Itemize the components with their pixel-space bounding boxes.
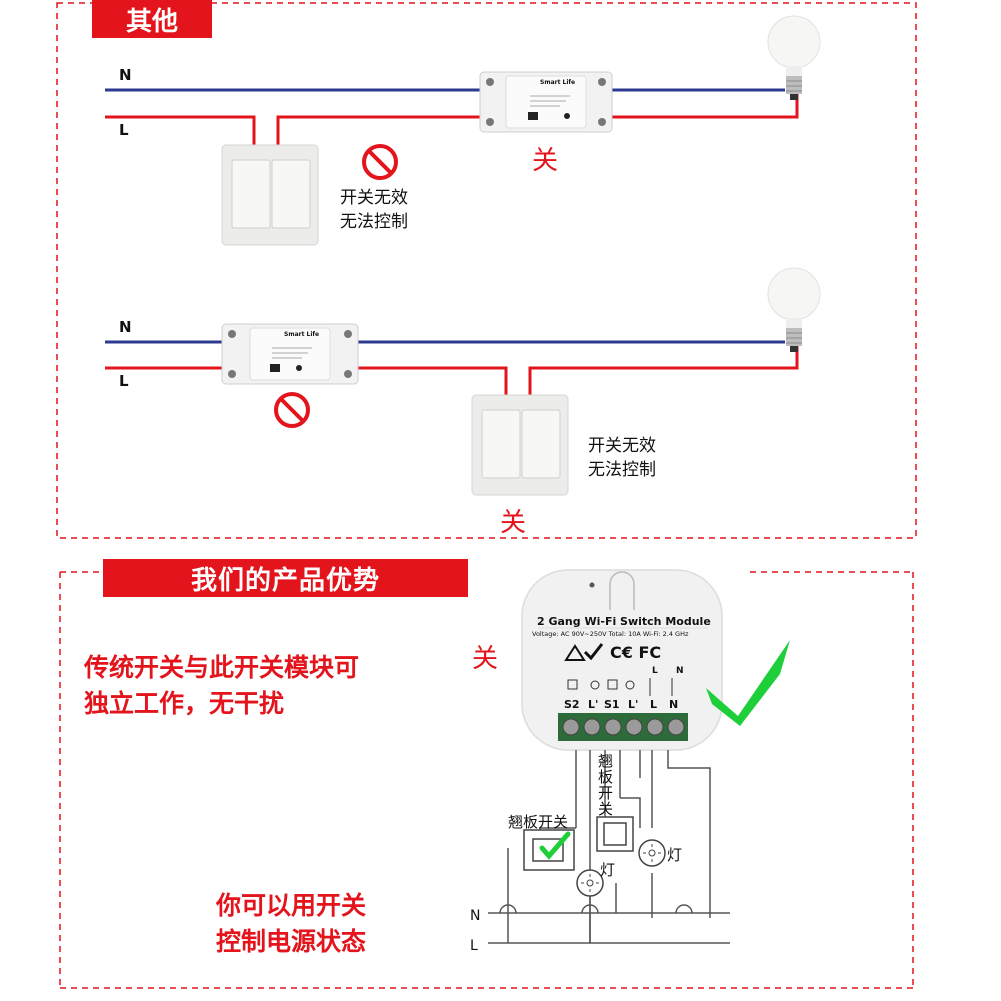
module-brand: Smart Life	[284, 331, 320, 338]
live-wire	[276, 115, 484, 145]
note-invalid: 开关无效 无法控制	[588, 434, 656, 482]
note-line: 无法控制	[340, 212, 408, 232]
note-line: 开关无效	[588, 436, 656, 456]
section-tag-other: 其他	[92, 0, 212, 38]
module-certs: C€ FC	[610, 643, 662, 662]
note-line: 无法控制	[588, 460, 656, 480]
switch-state-label: 关	[532, 146, 559, 176]
advantage-text-independent: 传统开关与此开关模块可 独立工作，无干扰	[84, 650, 359, 722]
wire-label-n: N	[119, 66, 132, 84]
section-tag-advantage: 我们的产品优势	[103, 559, 468, 597]
bus-label-n: N	[470, 908, 481, 924]
advantage-line: 传统开关与此开关模块可	[84, 653, 360, 682]
wire-label-l: L	[119, 121, 129, 139]
section-advantage-graphics	[59, 569, 914, 989]
switch-state-label: 关	[472, 644, 499, 674]
lamp-label: 灯	[600, 861, 616, 879]
prohibited-icon	[362, 144, 398, 180]
rocker-switch	[523, 829, 575, 871]
module-title: 2 Gang Wi-Fi Switch Module	[537, 615, 711, 628]
module-top-mark: L	[652, 666, 658, 676]
terminal-label-s2: S2	[564, 698, 580, 711]
lamp-icon	[576, 869, 604, 897]
advantage-line: 独立工作，无干扰	[84, 689, 285, 718]
wifi-switch-module	[521, 569, 723, 751]
bus-label-l: L	[470, 938, 478, 954]
switch-state-label: 关	[500, 508, 527, 538]
rocker-switch-label: 翘板开关	[598, 752, 614, 818]
live-wire	[610, 88, 799, 119]
section-advantage: 我们的产品优势 传统开关与此开关模块可 独立工作，无干扰 你可以用开关 控制电源…	[0, 548, 1001, 1001]
live-wire	[105, 115, 256, 145]
lamp-icon	[638, 839, 666, 867]
live-wire	[528, 340, 799, 395]
wire-label-l: L	[119, 372, 129, 390]
section-other-graphics	[56, 2, 917, 539]
smart-module	[221, 323, 359, 385]
wall-switch	[471, 394, 569, 496]
note-invalid: 开关无效 无法控制	[340, 186, 408, 234]
section-frame	[56, 2, 917, 539]
check-icon	[706, 640, 790, 726]
advantage-line: 控制电源状态	[216, 927, 367, 956]
wire-label-n: N	[119, 318, 132, 336]
prohibited-icon	[274, 392, 310, 428]
module-brand: Smart Life	[540, 79, 576, 86]
light-bulb-icon	[767, 15, 821, 100]
module-top-mark: N	[676, 666, 684, 676]
module-spec: Voltage: AC 90V~250V Total: 10A Wi-Fi: 2…	[532, 630, 689, 638]
rocker-switch-label: 翘板开关	[508, 813, 569, 831]
note-line: 开关无效	[340, 188, 408, 208]
terminal-label-l: L	[650, 698, 658, 711]
advantage-line: 你可以用开关	[216, 891, 367, 920]
terminal-label-n: N	[669, 698, 679, 711]
lamp-label: 灯	[667, 846, 683, 864]
rocker-switch	[596, 816, 634, 852]
terminal-label-l2: L'	[628, 698, 639, 711]
terminal-label-s1: S1	[604, 698, 620, 711]
wall-switch	[221, 144, 319, 246]
terminal-label-l1: L'	[588, 698, 599, 711]
smart-module	[479, 71, 613, 133]
section-other: 其他 N L Smart Life 关 开关无效 无法控制 N L Smart …	[56, 0, 917, 539]
small-check-icon	[539, 831, 571, 860]
live-wire	[356, 366, 508, 395]
advantage-text-control: 你可以用开关 控制电源状态	[216, 888, 366, 960]
light-bulb-icon	[767, 267, 821, 352]
